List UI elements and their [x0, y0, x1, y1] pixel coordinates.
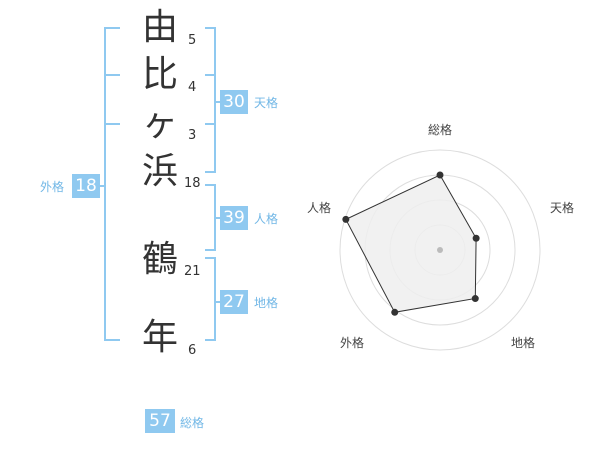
radar-axis-label-soukaku: 総格: [428, 123, 453, 137]
stroke-count-4: 18: [184, 176, 201, 191]
jinkaku-label: 人格: [254, 212, 279, 226]
radar-axis-label-tenkaku: 天格: [550, 201, 575, 215]
tenkaku-badge: 30: [220, 90, 248, 114]
chikaku-badge: 27: [220, 290, 248, 314]
gaikaku-badge: 18: [72, 174, 100, 198]
soukaku-badge: 57: [145, 409, 175, 433]
radar-point: [342, 215, 350, 223]
chikaku-bracket: [205, 257, 216, 341]
radar-axis-label-gaikaku: 外格: [340, 336, 365, 350]
jinkaku-badge: 39: [220, 206, 248, 230]
chikaku-label: 地格: [254, 296, 279, 310]
tenkaku-label: 天格: [254, 96, 279, 110]
name-char-6: 年: [141, 317, 178, 358]
radar-shape: [345, 174, 477, 313]
name-char-3: ヶ: [141, 103, 178, 144]
tenkaku-bracket: [205, 27, 216, 173]
stroke-count-1: 5: [188, 33, 197, 48]
radar-point: [391, 308, 399, 316]
radar-center-dot: [437, 247, 443, 253]
gaikaku-bracket: [104, 27, 120, 341]
stroke-count-6: 6: [188, 343, 197, 358]
name-char-5: 鶴: [141, 239, 178, 280]
name-char-2: 比: [141, 54, 178, 95]
name-char-4: 浜: [141, 151, 178, 192]
stroke-count-2: 4: [188, 80, 197, 95]
radar-point: [471, 295, 479, 303]
radar-point: [436, 171, 444, 179]
name-char-1: 由: [141, 7, 178, 48]
radar-axis-label-chikaku: 地格: [511, 336, 536, 350]
stroke-count-5: 21: [184, 264, 201, 279]
radar-axis-label-jinkaku: 人格: [307, 201, 332, 215]
gaikaku-label: 外格: [40, 180, 65, 194]
soukaku-label: 総格: [180, 416, 205, 430]
radar-point: [472, 234, 480, 242]
stroke-count-3: 3: [188, 128, 197, 143]
radar-grid-ring: [339, 149, 541, 351]
